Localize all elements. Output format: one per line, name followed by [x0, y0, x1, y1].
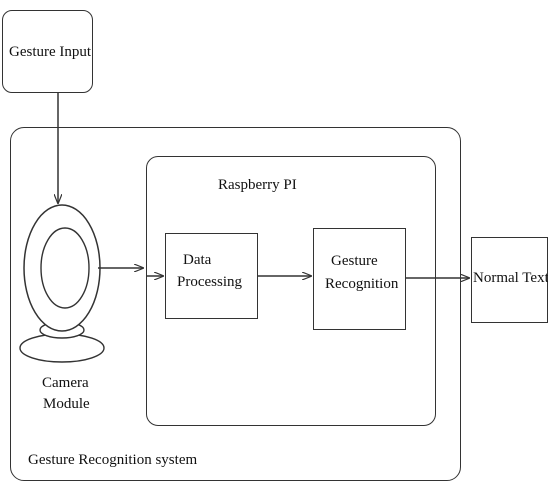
gesture-recognition-label-line1: Gesture: [331, 253, 378, 269]
normal-text-box: [471, 237, 548, 323]
camera-module-label-line2: Module: [43, 396, 90, 412]
data-processing-label-line1: Data: [183, 252, 212, 268]
gesture-input-box: Gesture Input: [2, 10, 93, 93]
gesture-recognition-system-label: Gesture Recognition system: [28, 452, 198, 468]
data-processing-label-line2: Processing: [177, 274, 242, 290]
gesture-input-label: Gesture Input: [9, 44, 92, 60]
data-processing-box: [165, 233, 258, 319]
normal-text-label: Normal Text: [473, 270, 548, 286]
gesture-recognition-label-line2: Recognition: [325, 276, 399, 292]
raspberry-pi-label: Raspberry PI: [218, 177, 297, 193]
gesture-recognition-box: [313, 228, 406, 330]
camera-module-label-line1: Camera: [42, 375, 89, 391]
